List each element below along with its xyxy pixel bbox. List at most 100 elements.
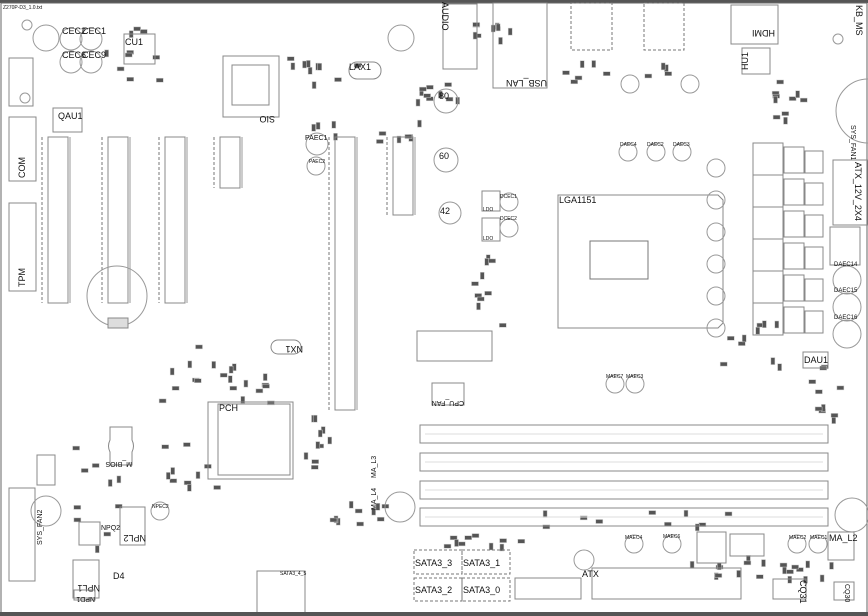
chip-cq30 [833,581,855,601]
connector [514,577,582,600]
vrm-mosfet [783,274,805,302]
smd-part [819,574,825,583]
chip-pch [207,401,294,480]
vrm-capacitor [706,158,726,178]
smd-part [498,37,503,45]
socket-cap-array [589,240,649,280]
smd-part [290,62,296,71]
hole [19,92,31,104]
bios-chip [108,426,134,466]
smd-part [417,119,422,128]
smd-part [476,302,481,311]
label-kb-ms: KB_MS [854,5,864,36]
smd-part [187,484,192,492]
label-maec1: MAEC1 [810,535,827,541]
smd-part [356,521,364,527]
smd-part [449,535,458,541]
smd-part [741,334,747,343]
chip-sio-die [231,64,270,106]
label-cec2: CEC2 [62,26,86,36]
inductor [729,533,765,557]
smd-part [228,365,234,374]
smd-part [499,538,507,543]
smd-part [777,363,782,371]
smd-part [783,116,788,125]
capacitor-dcec1 [499,192,519,212]
dimm-slot [419,452,829,472]
chip-cu1 [123,33,156,65]
vrm-inductor [752,206,784,240]
label-sys-fan2: SYS_FAN2 [37,509,44,545]
label-paec1: PAEC1 [305,135,328,142]
smd-part [772,114,781,120]
capacitor [30,495,62,527]
smd-part [770,357,776,365]
connector-com [8,116,37,182]
smd-part [579,515,588,521]
chip-dal1 [829,226,861,266]
label-qau1: QAU1 [58,111,83,121]
smd-part [311,465,319,470]
battery-clip [107,317,129,329]
smd-part [488,258,496,264]
smd-part [262,373,268,381]
label-cec6: CEC6 [62,50,86,60]
smd-part [152,55,160,60]
label-npl2: NPL2 [123,533,146,543]
inductor [696,531,727,564]
smd-part [331,120,337,129]
smd-part [311,81,317,89]
label-cu1: CU1 [125,37,143,47]
smd-part [602,71,611,76]
chip-sio [222,55,280,118]
vrm-mosfet [804,246,824,270]
vrm-capacitor [706,318,726,338]
capacitor-paec1 [305,132,329,156]
vrm-mosfet [783,242,805,270]
label-sata3-45: SATA3_4_5 [280,571,306,577]
capacitor-maec7 [605,374,625,394]
smd-part [815,389,823,395]
label-paec2: PAEC2 [309,159,325,165]
connector [8,57,34,107]
mount-hole [834,497,868,533]
smd-part [302,60,307,69]
smd-part [303,452,309,460]
capacitor-paec2 [306,156,326,176]
smd-part [318,429,323,438]
window-top-bar [0,0,868,3]
smd-part [755,326,760,335]
vrm-inductor [752,238,784,272]
label-60: 60 [439,151,449,161]
smd-part [591,60,596,68]
smd-part [648,510,657,515]
label-daec14: DAEC14 [834,262,858,268]
capacitor-maec2 [787,534,807,554]
smd-part [306,60,311,68]
smd-part [445,96,454,102]
label-npq2: NPQ2 [101,525,120,532]
smd-part [195,471,201,479]
diode-npd1 [73,589,96,601]
label-atx-12v: ATX_12V_2X4 [853,162,863,221]
smd-part [695,523,700,532]
label-sata3-2: SATA3_2 [415,585,452,595]
smd-part [80,468,89,473]
connector [8,487,36,582]
vrm-capacitor [706,222,726,242]
smd-part [194,378,202,383]
smd-part [133,26,141,32]
label-ldo2: LDO [483,236,493,242]
battery [86,265,148,327]
label-maec6: MAEC6 [663,534,680,540]
smd-part [805,560,810,569]
pcie-slot [219,136,241,189]
smd-part [311,123,316,132]
smd-part [458,541,466,547]
capacitor-maec3 [625,374,645,394]
capacitor-dcec2 [499,218,519,238]
smd-part [311,459,319,464]
smd-part [830,413,839,418]
smd-part [499,323,507,328]
inductor-npl2 [119,506,146,546]
